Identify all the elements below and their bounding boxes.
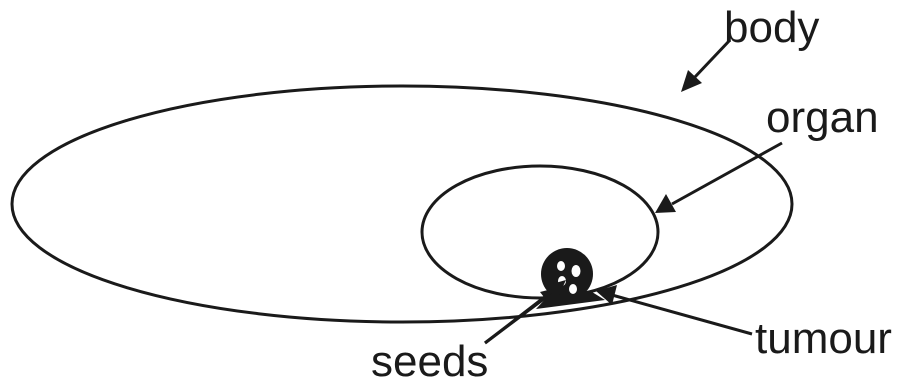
organ-outline [422,166,658,298]
tumour-arrow-icon [596,285,752,334]
tumour-label: tumour [755,317,892,361]
seed [569,284,577,294]
body-label: body [724,6,819,50]
seed [572,265,581,277]
organ-label: organ [766,96,879,140]
seeds-label: seeds [371,340,488,384]
seed [557,261,565,271]
organ-arrow-icon [655,143,782,213]
body-arrow-icon [681,40,730,92]
